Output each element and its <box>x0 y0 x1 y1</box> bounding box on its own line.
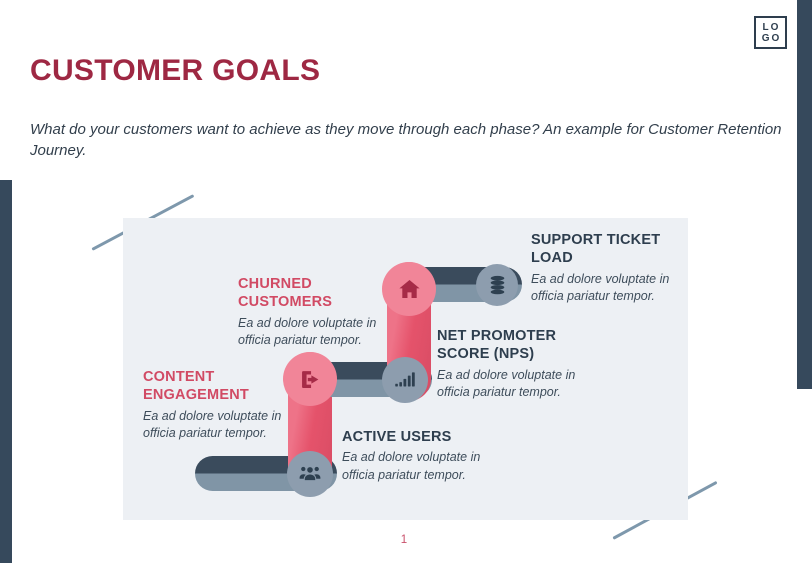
label-support-ticket-load: SUPPORT TICKET LOAD Ea ad dolore volupta… <box>531 231 681 306</box>
bar-chart-icon <box>395 372 415 387</box>
label-net-promoter-score: NET PROMOTER SCORE (NPS) Ea ad dolore vo… <box>437 327 587 402</box>
logout-arrow-icon <box>301 370 318 388</box>
database-icon <box>490 275 504 294</box>
label-title: SUPPORT TICKET LOAD <box>531 232 661 267</box>
label-title: ACTIVE USERS <box>342 429 452 445</box>
page-number: 1 <box>400 534 408 546</box>
logo-text-line2: GO <box>761 32 782 44</box>
left-edge-accent-bar <box>0 180 12 563</box>
label-description: Ea ad dolore voluptate in officia pariat… <box>342 450 481 482</box>
label-title: NET PROMOTER SCORE (NPS) <box>437 328 557 363</box>
label-title: CHURNED CUSTOMERS <box>238 276 333 311</box>
home-icon <box>398 279 420 298</box>
people-icon <box>299 466 321 481</box>
label-title: CONTENT ENGAGEMENT <box>143 369 249 404</box>
page-title: CUSTOMER GOALS <box>30 54 321 87</box>
label-churned-customers: CHURNED CUSTOMERS Ea ad dolore voluptate… <box>238 275 388 350</box>
right-edge-accent-bar <box>797 0 812 389</box>
active-users-circle <box>287 451 333 497</box>
nps-circle <box>382 357 428 403</box>
diagram-panel: CHURNED CUSTOMERS Ea ad dolore voluptate… <box>123 218 688 520</box>
label-description: Ea ad dolore voluptate in officia pariat… <box>143 408 282 441</box>
logo-text-line1: LO <box>762 21 781 33</box>
logo-box: LO GO <box>754 16 787 49</box>
content-engagement-cap-circle <box>283 352 337 406</box>
label-description: Ea ad dolore voluptate in officia pariat… <box>531 271 670 304</box>
page-subtitle: What do your customers want to achieve a… <box>30 121 782 160</box>
label-description: Ea ad dolore voluptate in officia pariat… <box>437 367 576 400</box>
label-content-engagement: CONTENT ENGAGEMENT Ea ad dolore voluptat… <box>143 368 293 443</box>
label-active-users: ACTIVE USERS Ea ad dolore voluptate in o… <box>342 428 492 484</box>
label-description: Ea ad dolore voluptate in officia pariat… <box>238 315 377 348</box>
churned-customers-cap-circle <box>382 262 436 316</box>
support-ticket-circle <box>476 264 518 306</box>
